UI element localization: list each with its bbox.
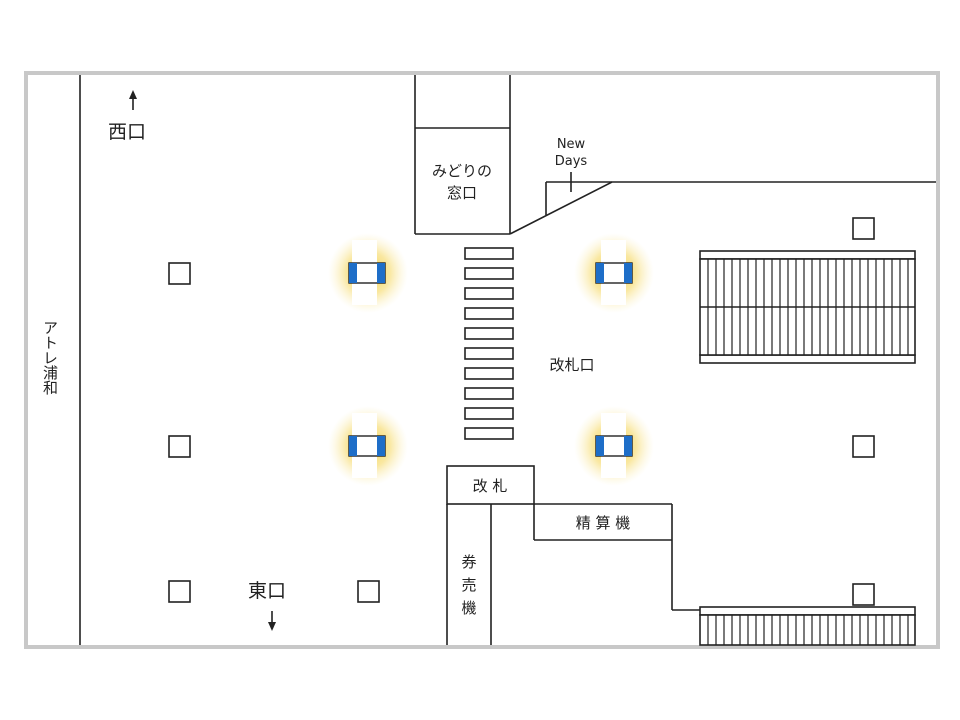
newdays-shop[interactable]: New Days (509, 137, 936, 235)
gate-area-label: 改札口 (549, 356, 594, 374)
stairs-lower[interactable] (699, 606, 916, 646)
midori-label-1: みどりの (432, 162, 492, 180)
east-exit[interactable]: 東口 (248, 580, 286, 631)
pillar (852, 583, 875, 606)
fare-adjust-label: 精 算 機 (576, 514, 631, 532)
pillar (852, 217, 875, 240)
pillar (852, 435, 875, 458)
signage-marker-2[interactable] (574, 233, 654, 313)
midori-no-madoguchi[interactable]: みどりの 窓口 (414, 75, 511, 235)
pillar (168, 435, 191, 458)
pillar (168, 262, 191, 285)
newdays-label-2: Days (555, 154, 588, 169)
atre-label: アトレ浦和 (41, 320, 59, 395)
midori-label-2: 窓口 (447, 184, 477, 202)
ticket-machine-label-2: 売 (461, 576, 476, 594)
stairs-upper[interactable] (699, 250, 916, 364)
newdays-label-1: New (557, 137, 586, 152)
fare-adjustment-machine[interactable]: 精 算 機 (533, 503, 700, 611)
west-exit[interactable]: 西口 (108, 90, 146, 143)
pillars (168, 217, 875, 606)
pillar (168, 580, 191, 603)
tactile-paving (464, 247, 514, 440)
signage-marker-1[interactable] (328, 233, 408, 313)
east-exit-label: 東口 (248, 580, 286, 602)
ticket-gate[interactable]: 改 札 (446, 465, 535, 505)
ticket-machine-label-1: 券 (461, 553, 476, 571)
signage-marker-3[interactable] (328, 406, 408, 486)
ticket-machine[interactable]: 券 売 機 (446, 504, 492, 645)
ticket-machine-label-3: 機 (461, 599, 476, 617)
gate-label: 改 札 (473, 477, 508, 495)
signage-marker-4[interactable] (574, 406, 654, 486)
pillar (357, 580, 380, 603)
west-exit-label: 西口 (108, 121, 146, 143)
